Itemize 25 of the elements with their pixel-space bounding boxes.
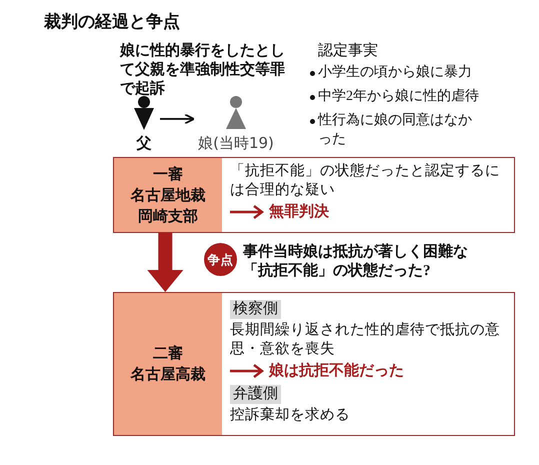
court-name: 二審 [153,343,183,364]
court-name: 名古屋地裁岡崎支部 [129,184,206,226]
body-text: 長期間繰り返された性的虐待で抵抗の意思・意欲を喪失 [230,321,501,359]
court-name: 一審 [153,164,183,184]
bullet-text: 小学生の頃から娘に暴力 [318,64,473,82]
body-text: 控訴棄却を求める [230,406,351,425]
bullet-text: 性行為に娘の同意はなかった [318,112,473,149]
title: 裁判の経過と争点 [44,11,180,33]
court-name: 名古屋高裁 [130,364,206,385]
issue-badge: 争点 [204,243,237,276]
indictment-text: 娘に性的暴行をしたとして父親を準強制性交等罪で起訴 [120,41,286,98]
body-text: 「抗拒不能」の状態だったと認定するには合理的な疑い [230,162,501,200]
arrow [160,114,195,124]
section-tag: 検察側 [230,300,281,319]
question-text: 事件当時娘は抵抗が著しく困難な「抗拒不能」の状態だった? [243,243,469,281]
verdict-text: 娘は抗拒不能だった [269,361,404,380]
section-tag: 弁護側 [230,385,281,404]
bullet-text: 中学2年から娘に性的虐待 [318,88,480,106]
court-box [113,292,515,436]
block-arrow [147,233,184,292]
person-label: 娘(当時19) [197,134,275,153]
heading: 認定事実 [318,41,379,60]
court-box [113,157,515,233]
person-label: 父 [135,134,152,153]
verdict-text: 無罪判決 [269,202,329,221]
